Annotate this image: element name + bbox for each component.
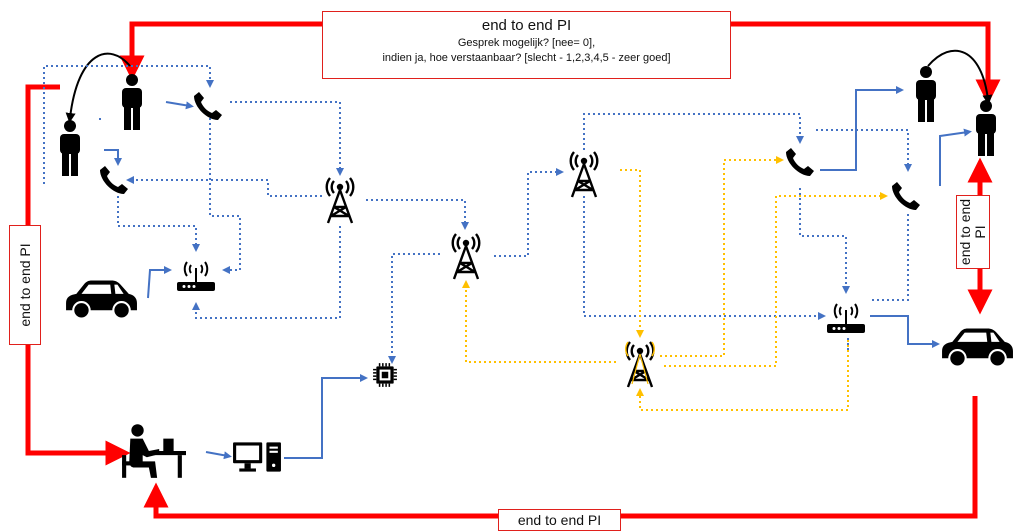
person-icon xyxy=(976,100,996,156)
phone-icon xyxy=(194,92,222,120)
cell-tower-icon xyxy=(569,150,599,198)
cell-tower-icon xyxy=(625,340,655,388)
bottom-pi-label: end to end PI xyxy=(498,509,621,531)
phone-icon xyxy=(786,148,814,176)
top-pi-title: end to end PI xyxy=(481,17,572,34)
person-icon xyxy=(60,120,80,176)
pi-arrow-top-right xyxy=(731,21,1001,105)
phone-icon xyxy=(892,182,920,210)
phone-icon xyxy=(100,166,128,194)
right-pi-label: end to end PI xyxy=(956,195,990,269)
pi-arrow-top-left xyxy=(119,21,322,81)
cell-tower-yellow xyxy=(625,340,655,388)
person-icon xyxy=(916,66,936,122)
top-pi-label: end to end PI Gesprek mogelijk? [nee= 0]… xyxy=(322,11,731,79)
right-pi-text: end to end PI xyxy=(957,198,988,266)
left-pi-label: end to end PI xyxy=(9,225,41,345)
left-pi-text: end to end PI xyxy=(17,243,33,327)
network-links-yellow-dotted xyxy=(462,156,888,411)
conversation-arrows xyxy=(65,49,993,123)
top-pi-question1: Gesprek mogelijk? [nee= 0], xyxy=(457,37,596,49)
car-icon xyxy=(65,279,138,320)
office-worker-icon xyxy=(122,424,186,478)
car-icon xyxy=(941,327,1014,368)
network-links-blue-dotted xyxy=(43,65,912,364)
cell-tower-icon xyxy=(325,176,355,224)
network-links-blue-solid xyxy=(104,86,972,460)
desktop-computer-icon xyxy=(233,442,281,472)
top-pi-question2: indien ja, hoe verstaanbaar? [slecht - 1… xyxy=(382,52,671,64)
curve-right xyxy=(927,49,993,105)
wifi-router-icon xyxy=(826,303,866,334)
wifi-router-icon xyxy=(176,261,216,292)
chip-icon xyxy=(372,362,398,388)
curve-left xyxy=(65,52,131,123)
person-icon xyxy=(122,74,142,130)
cell-tower-icon xyxy=(451,232,481,280)
devices xyxy=(60,66,1014,478)
